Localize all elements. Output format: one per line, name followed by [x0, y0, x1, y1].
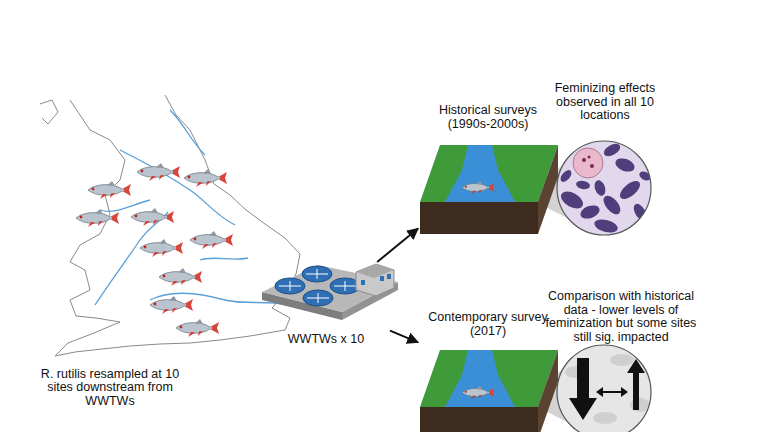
fish-icon	[462, 181, 494, 195]
river-line	[170, 110, 205, 155]
tissue-lobe	[575, 180, 590, 190]
flow-arrow	[377, 228, 418, 262]
tissue-lobe	[631, 202, 649, 223]
tissue-lobe	[558, 188, 586, 212]
node-label: Historical surveys (1990s-2000s)	[418, 104, 558, 131]
fish-icon	[76, 209, 119, 227]
tissue-lobes	[558, 141, 652, 235]
fish-icon	[159, 268, 202, 286]
fish-icon	[131, 208, 174, 226]
river-block	[420, 145, 558, 234]
histology-field	[557, 345, 651, 432]
histology-detail	[565, 354, 650, 424]
building-window	[361, 280, 365, 285]
fish-icon	[140, 239, 183, 257]
river-line	[200, 258, 248, 260]
tissue-lobe	[579, 203, 602, 221]
fish-icon	[88, 181, 131, 199]
map-outline	[55, 95, 300, 356]
tank-group	[275, 266, 360, 306]
increase-arrow	[627, 359, 645, 410]
water-body	[445, 145, 515, 202]
tissue-texture	[593, 412, 617, 424]
fish-icon	[150, 296, 193, 314]
survey-panel: Historical surveys (1990s-2000s)	[418, 104, 558, 238]
node-label: WWTWs x 10	[262, 333, 390, 347]
tissue-lobe	[617, 178, 643, 203]
oocyte-cell	[573, 148, 603, 178]
tissue-lobe	[638, 170, 652, 183]
fish-icon	[190, 231, 233, 249]
fish-icon	[176, 319, 219, 337]
circle-outline	[557, 345, 651, 432]
land-top	[420, 350, 558, 407]
fish-icon	[184, 169, 227, 187]
river-block	[420, 350, 558, 432]
oocyte-nucleolus	[590, 164, 594, 168]
fish-icon	[462, 386, 494, 400]
river-line	[95, 212, 168, 305]
circle-outline	[557, 141, 651, 235]
river-lines	[95, 110, 290, 305]
node-label: Contemporary survey (2017)	[418, 311, 558, 338]
node-label: Feminizing effects observed in all 10 lo…	[545, 82, 665, 123]
oocyte-nucleolus	[588, 156, 591, 159]
flow-arrow	[390, 331, 418, 343]
comparison-arrow-head	[621, 387, 628, 397]
tissue-lobe	[558, 168, 573, 184]
tissue-lobe	[593, 179, 608, 197]
tissue-lobe	[614, 156, 637, 174]
soil-side	[538, 145, 558, 234]
soil-front	[420, 407, 538, 432]
soil-side	[538, 350, 558, 432]
land-top	[420, 145, 558, 202]
building-window	[380, 276, 384, 281]
tissue-lobe	[602, 141, 623, 159]
fish-icon	[137, 163, 180, 181]
river-line	[100, 200, 150, 211]
tissue-texture	[610, 354, 634, 366]
soil-front	[420, 202, 538, 234]
water-body	[445, 350, 515, 407]
map-region: R. rutilis resampled at 10 sites downstr…	[35, 92, 295, 408]
building-symbol	[356, 264, 394, 296]
decrease-arrow	[569, 358, 597, 420]
tissue-lobe	[593, 217, 619, 235]
building-roof	[356, 264, 394, 278]
building-window	[387, 274, 391, 279]
tank-spokes	[279, 269, 356, 303]
survey-panel: Contemporary survey (2017)	[418, 311, 558, 432]
treatment-works: WWTWs x 10	[262, 262, 390, 346]
histology-field	[557, 141, 651, 235]
node-label: R. rutilis resampled at 10 sites downstr…	[35, 368, 185, 409]
comparison-arrow-head	[596, 387, 603, 397]
oocyte-nucleolus	[582, 158, 586, 162]
map-outline	[40, 100, 58, 124]
node-label: Comparison with historical data - lower …	[540, 290, 702, 344]
platform-top	[262, 265, 398, 312]
river-line	[120, 150, 235, 225]
histology-circle: Feminizing effects observed in all 10 lo…	[545, 82, 665, 238]
histology-circle: Comparison with historical data - lower …	[540, 290, 702, 432]
